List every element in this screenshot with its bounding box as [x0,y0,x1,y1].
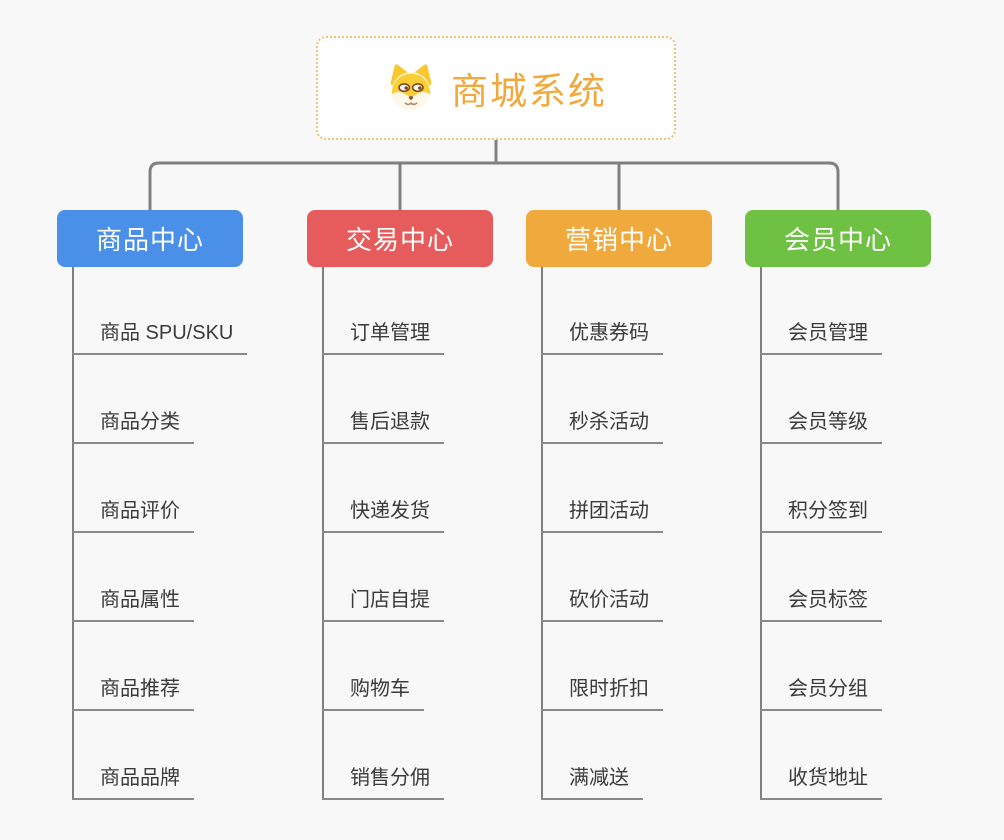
trade-center-node[interactable]: 交易中心 [307,210,493,267]
branch-label: 会员中心 [783,225,892,255]
branch-label: 营销中心 [564,225,673,255]
leaf-item[interactable]: 会员标签 [760,587,882,622]
leaf-item[interactable]: 会员等级 [760,409,882,444]
leaf-item[interactable]: 订单管理 [322,320,444,355]
leaf-item[interactable]: 收货地址 [760,765,882,800]
leaf-item[interactable]: 砍价活动 [541,587,663,622]
dog-face-icon [385,64,437,112]
leaf-item[interactable]: 商品评价 [72,498,194,533]
leaf-item[interactable]: 秒杀活动 [541,409,663,444]
leaf-item[interactable]: 会员管理 [760,320,882,355]
marketing-center-node[interactable]: 营销中心 [526,210,712,267]
branch-label: 交易中心 [345,225,454,255]
leaf-item[interactable]: 满减送 [541,765,643,800]
root-title: 商城系统 [451,71,607,112]
leaf-item[interactable]: 销售分佣 [322,765,444,800]
leaf-item[interactable]: 售后退款 [322,409,444,444]
leaf-item[interactable]: 商品属性 [72,587,194,622]
product-center-node[interactable]: 商品中心 [57,210,243,267]
leaf-item[interactable]: 快递发货 [322,498,444,533]
leaf-item[interactable]: 拼团活动 [541,498,663,533]
leaf-item[interactable]: 商品推荐 [72,676,194,711]
leaf-item[interactable]: 门店自提 [322,587,444,622]
root-node-mall-system[interactable]: 商城系统 [316,36,676,140]
member-center-node[interactable]: 会员中心 [745,210,931,267]
leaf-item[interactable]: 购物车 [322,676,424,711]
leaf-item[interactable]: 商品品牌 [72,765,194,800]
leaf-item[interactable]: 积分签到 [760,498,882,533]
leaf-item[interactable]: 商品分类 [72,409,194,444]
leaf-item[interactable]: 限时折扣 [541,676,663,711]
leaf-item[interactable]: 优惠券码 [541,320,663,355]
leaf-item[interactable]: 商品 SPU/SKU [72,320,248,355]
leaf-item[interactable]: 会员分组 [760,676,882,711]
branch-label: 商品中心 [95,225,204,255]
